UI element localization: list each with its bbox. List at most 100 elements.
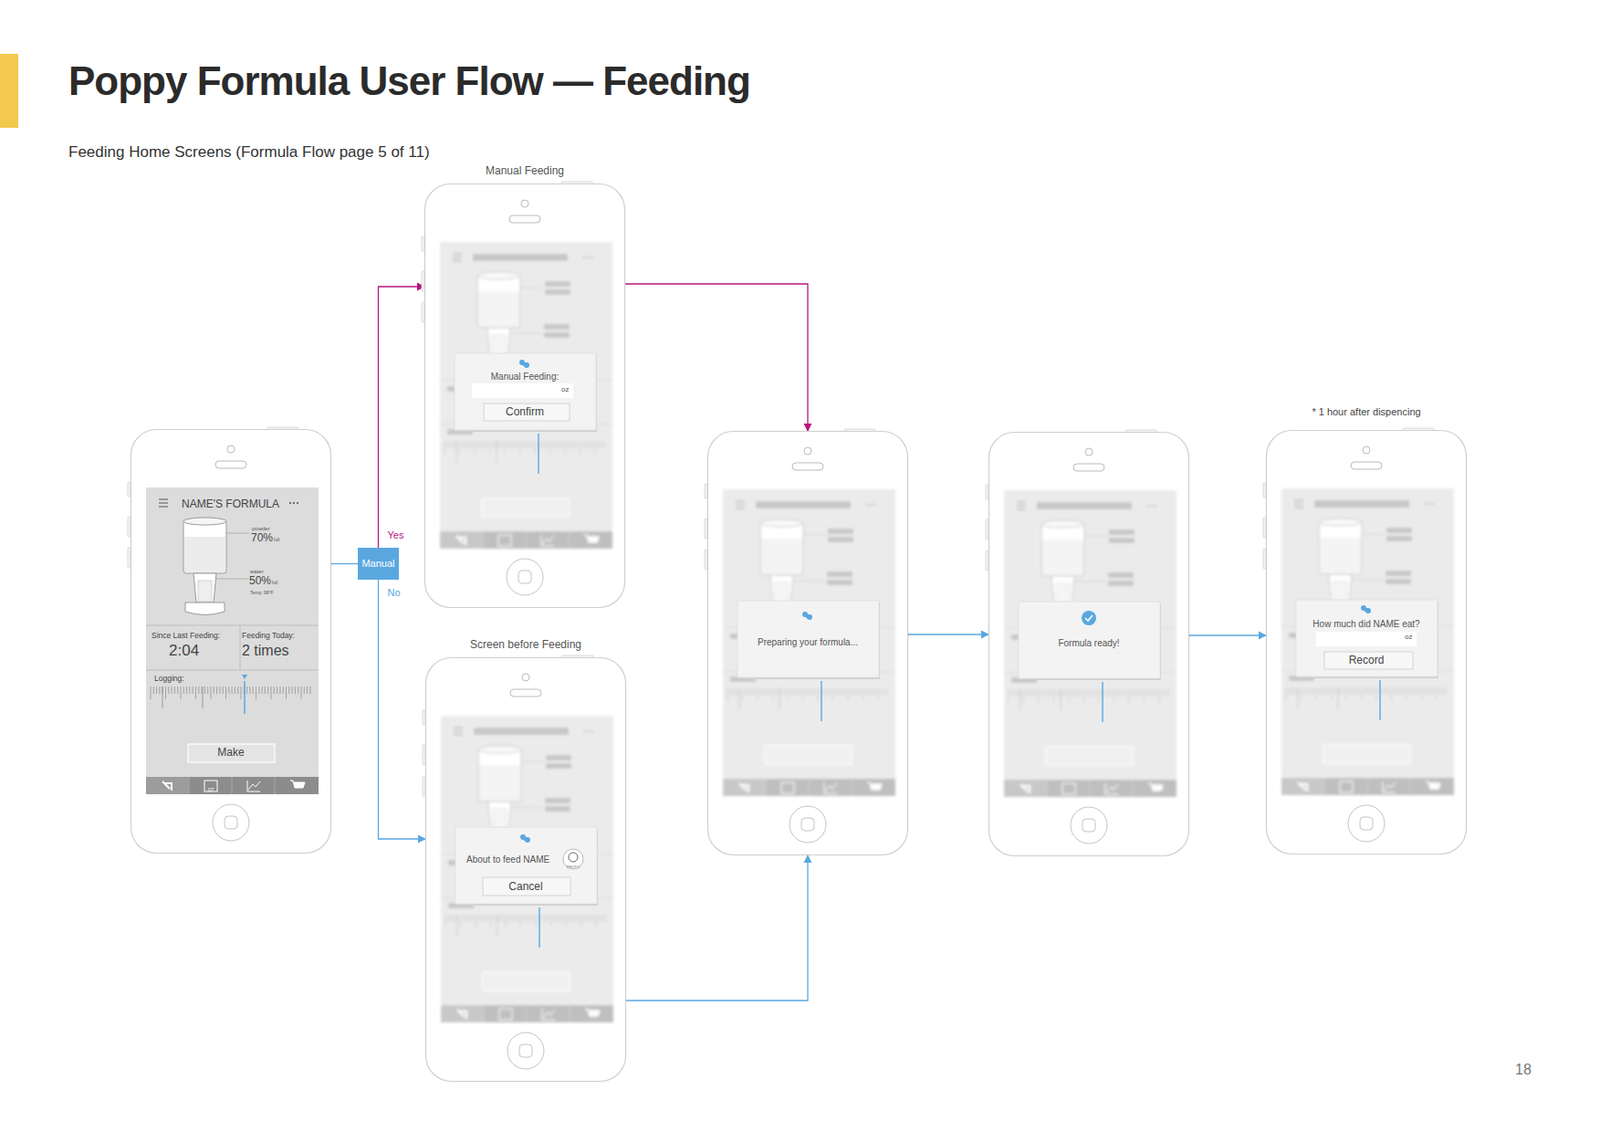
log-tick [549,440,551,454]
log-tick [237,686,239,694]
screen-text: Manual Feeding: [491,371,560,382]
make-button [482,972,570,991]
log-tick [1107,689,1109,697]
nav-cart-icon [584,534,599,543]
log-tick [568,914,570,922]
screen-text: About to feed NAME [466,854,550,865]
side-button [1263,482,1266,498]
log-tick [448,914,450,922]
camera [804,447,812,455]
home-button [1348,805,1385,842]
log-tick [1288,687,1290,695]
log-tick [823,688,825,696]
screen-text: PHOTO [566,865,580,869]
machine-cap [1041,520,1085,528]
log-tick [598,914,600,922]
log-tick [508,914,510,922]
log-tick [1056,689,1057,697]
text-blur [1108,537,1135,544]
accent-bar [0,53,19,128]
log-tick [1303,687,1305,695]
nav-cart-icon [1425,781,1441,789]
home-button-square [519,1044,533,1057]
log-tick [267,686,269,694]
nav-cart-icon [867,782,882,790]
menu-icon [158,506,168,508]
home-button-square [801,817,815,831]
screen-text: Feeding Today: [241,631,295,640]
dialog-box [455,826,597,904]
nav-active [439,531,483,549]
log-tick [186,686,188,694]
bottle-icon [806,614,813,620]
log-tick [793,688,795,696]
log-tick [1294,687,1296,695]
log-tick [567,440,569,449]
header-blur [472,253,568,262]
leader-line [226,533,250,534]
log-tick [466,914,468,922]
make-button [188,743,275,763]
leader-line [1084,535,1108,537]
log-tick [742,688,743,701]
phone-illustration [425,657,627,1082]
log-tick [470,440,472,449]
log-tick [1309,687,1311,695]
leader-line [520,287,544,289]
log-tick [264,686,266,694]
screen-text: 50% [249,575,272,587]
side-button [422,710,426,725]
nav-separator [525,531,527,549]
log-tick [158,686,160,694]
log-tick [558,440,560,449]
log-tick [445,914,447,928]
log-tick [462,914,464,922]
side-button [704,518,708,539]
log-tick [475,914,477,928]
log-tick [468,440,470,449]
log-tick [505,914,507,928]
log-tick [751,688,753,696]
dialog [455,826,598,906]
log-tick [561,440,563,449]
machine-cap [760,519,804,527]
log-tick [478,914,480,922]
nav-bottle-icon [739,783,749,793]
home-button [506,558,544,596]
log-tick [1098,689,1100,702]
log-tick [519,440,521,454]
log-tick [1384,687,1386,695]
machine-body [1318,521,1362,575]
nav-chart-icon [1105,783,1119,795]
log-tick [1044,689,1046,697]
log-tick [883,688,885,696]
nav-separator [1324,777,1326,795]
log-tick [1300,687,1302,701]
machine-body [478,748,522,802]
button [482,877,571,896]
flow-connector [331,563,358,565]
log-tick [1427,687,1429,695]
text-blur [1108,580,1134,586]
log-tick [1369,687,1371,695]
log-tick [1328,687,1329,695]
log-tick [1125,689,1127,697]
log-tick [449,440,451,449]
log-tick [171,686,173,694]
log-tick [1035,689,1036,697]
log-pointer [241,674,248,680]
log-tick [1086,689,1088,697]
log-tick [829,688,831,696]
log-tick [1307,687,1308,695]
log-tick [246,686,248,694]
log-tick [596,914,597,928]
log-tick [1110,689,1112,697]
text-blur [1386,535,1412,542]
side-button [422,744,426,765]
log-tick [1119,689,1121,697]
log-tick [1152,689,1154,697]
home-button [789,805,827,843]
log-tick [489,440,491,454]
log-tick [1367,687,1369,695]
log-marker [1379,679,1381,721]
